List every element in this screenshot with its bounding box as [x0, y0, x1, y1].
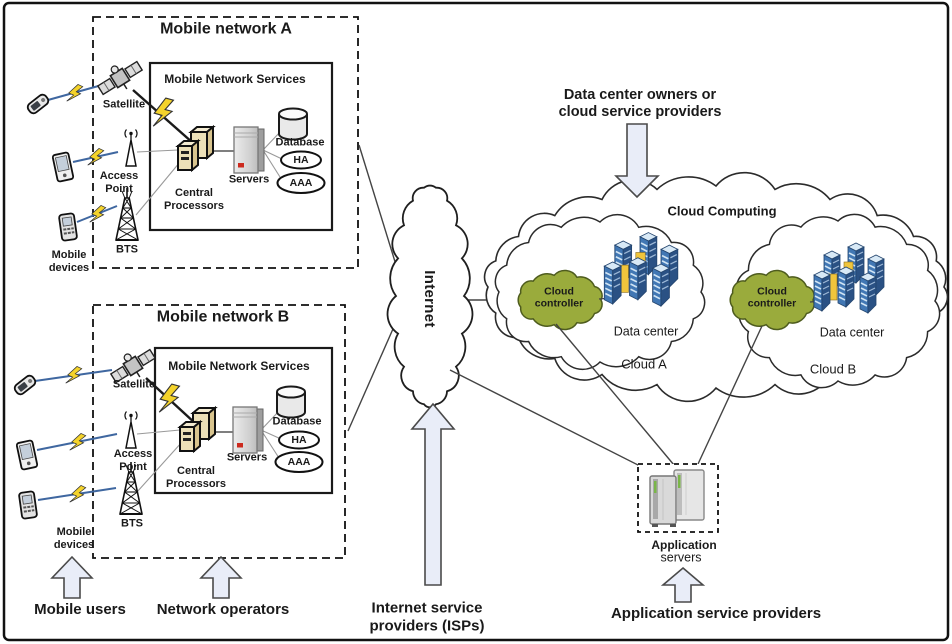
- mobile-phone-icon: [57, 212, 79, 242]
- aaa-ellipse: [276, 172, 326, 194]
- servers-a-label: Servers: [228, 173, 270, 186]
- application-servers-title: Application: [651, 537, 717, 552]
- server-tower-icon: [232, 406, 264, 454]
- internet-label: Internet: [420, 270, 438, 328]
- database-b-label: Database: [272, 415, 322, 428]
- cloud-b-datacenter-label: Data center: [819, 325, 885, 340]
- ha-b-label: HA: [291, 433, 307, 446]
- satellite-b-label: Satellite: [112, 378, 156, 391]
- aaa-ellipse: [274, 451, 324, 473]
- network-b-services-title: Mobile Network Services: [168, 358, 310, 373]
- application-service-providers-label: Application service providers: [610, 605, 822, 623]
- cloud-controller-shape: [729, 269, 815, 331]
- isp-label: Internet service providers (ISPs): [369, 599, 485, 634]
- network-a-services-title: Mobile Network Services: [164, 71, 306, 86]
- network-a-box: [92, 16, 359, 269]
- ha-a-label: HA: [293, 153, 309, 166]
- server-tower-icon: [233, 126, 265, 174]
- aaa-a-label: AAA: [289, 176, 313, 189]
- central-processors-a-label: Central Processors: [164, 187, 224, 212]
- database-icon: [278, 107, 308, 141]
- mobile-devices-a-label: Mobile devices: [48, 249, 90, 274]
- cloud-controller-shape: [517, 269, 603, 331]
- network-b-title: Mobile network B: [156, 308, 290, 326]
- cloud-computing-title: Cloud Computing: [667, 203, 777, 219]
- block-arrow-up-mobile-users: [50, 555, 94, 599]
- application-servers-subtitle: servers: [660, 550, 702, 565]
- database-icon: [276, 385, 306, 419]
- data-center-owners-label: Data center owners or cloud service prov…: [558, 86, 722, 120]
- cloud-b-controller-label: Cloud controller: [747, 285, 797, 310]
- block-arrow-up-app-providers: [660, 566, 706, 603]
- access-point-a-label: Access Point: [99, 170, 139, 195]
- aaa-b-label: AAA: [287, 455, 311, 468]
- mobile-devices-b-label: Mobile devices: [53, 526, 95, 551]
- application-servers-icon: [649, 469, 705, 527]
- block-arrow-up-isp: [410, 402, 456, 586]
- network-operators-label: Network operators: [156, 601, 290, 619]
- ha-ellipse: [278, 430, 320, 450]
- network-a-title: Mobile network A: [160, 20, 292, 38]
- network-b-internal-links: [136, 409, 282, 493]
- internet-cloud: [386, 184, 474, 409]
- block-arrow-up-network-operators: [199, 555, 243, 599]
- network-a-internal-links: [135, 130, 283, 216]
- bts-b-label: BTS: [121, 517, 143, 530]
- mobile-phone-icon: [17, 490, 39, 520]
- bts-a-label: BTS: [116, 243, 138, 256]
- block-arrow-down: [614, 123, 660, 199]
- servers-b-label: Servers: [226, 451, 268, 464]
- central-processors-b-label: Central Processors: [166, 465, 226, 490]
- database-a-label: Database: [275, 136, 325, 149]
- cloud-a-controller-label: Cloud controller: [534, 285, 584, 310]
- mobile-users-label: Mobile users: [34, 601, 126, 619]
- cloud-a-name-label: Cloud A: [621, 356, 667, 372]
- cloud-b-name-label: Cloud B: [809, 361, 857, 377]
- cloud-to-appservers-links: [449, 323, 763, 467]
- satellite-a-label: Satellite: [102, 98, 146, 111]
- cloud-a-datacenter-label: Data center: [613, 324, 679, 339]
- access-point-b-label: Access Point: [113, 448, 153, 473]
- ha-ellipse: [280, 150, 322, 170]
